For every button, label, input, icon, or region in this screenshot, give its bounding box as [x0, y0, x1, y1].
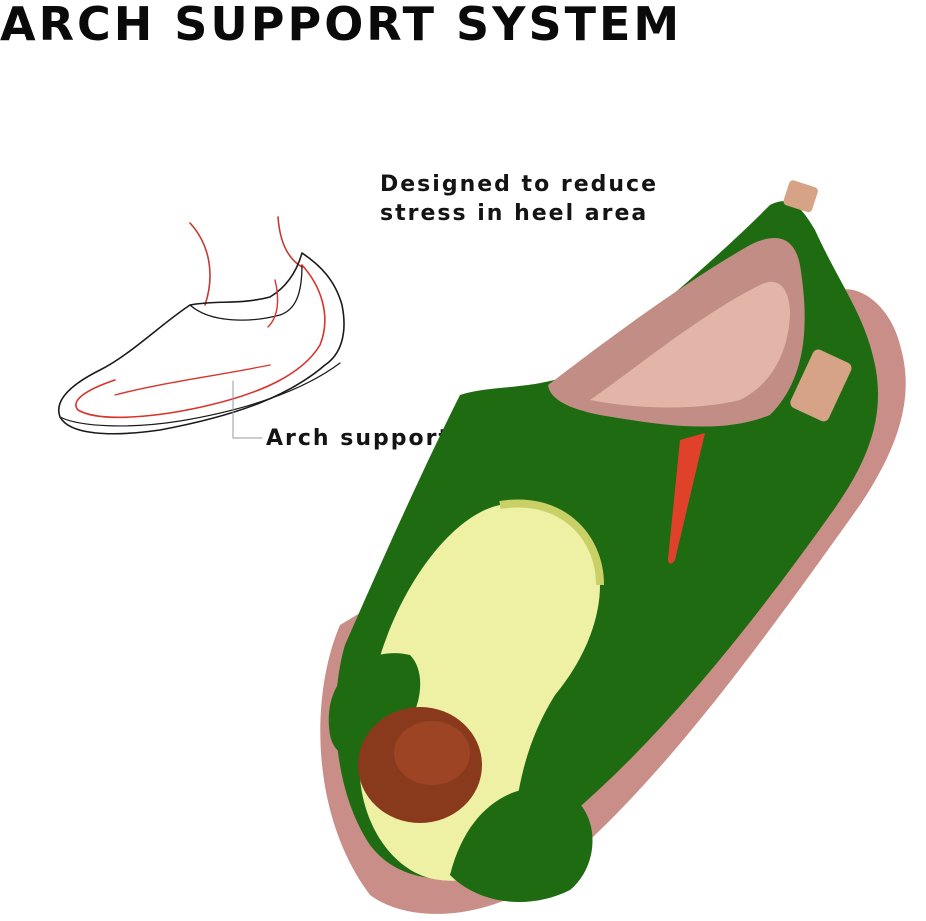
upper-blob-lower [450, 787, 593, 902]
heel-callout-line-2: stress in heel area [380, 201, 649, 226]
sole-line [59, 362, 341, 427]
page-title: ARCH SUPPORT SYSTEM [0, 0, 683, 51]
avocado-pit-highlight [394, 721, 470, 785]
shoe-outline [58, 252, 345, 435]
avocado-shoe-image [320, 180, 906, 914]
arch-leader-line [232, 380, 263, 439]
leg-back-line [277, 216, 303, 268]
shoe-insole [590, 281, 790, 408]
side-tab [790, 349, 852, 422]
heel-callout-line-1: Designed to reduce [380, 172, 658, 197]
foot-heel-curve [267, 279, 279, 328]
heel-pull-tab [783, 180, 818, 213]
heel-callout: Designed to reduce stress in heel area [380, 170, 658, 228]
elastic-gore [668, 433, 705, 564]
leg-front-line [189, 222, 211, 306]
foot-inner-outline [75, 264, 326, 419]
foot-sketch-illustration [58, 216, 345, 439]
avocado-flesh-rim [499, 499, 604, 586]
arch-support-line [114, 364, 271, 396]
shoe-collar-line [189, 264, 303, 321]
arch-callout: Arch support [266, 426, 451, 451]
